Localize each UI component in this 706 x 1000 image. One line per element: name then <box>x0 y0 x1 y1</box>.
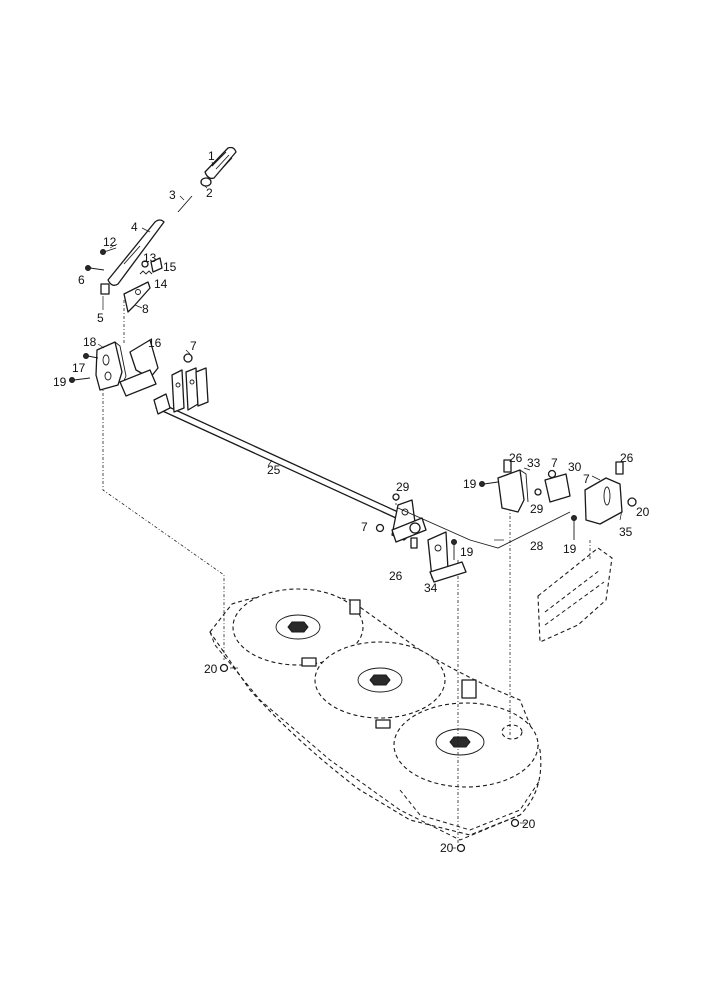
callout-5: 5 <box>97 311 104 325</box>
cross-shaft <box>153 367 427 543</box>
callout-19: 19 <box>53 375 67 389</box>
callout-17: 17 <box>72 361 86 375</box>
callout-26: 26 <box>509 451 523 465</box>
callout-28: 28 <box>530 539 544 553</box>
callout-14: 14 <box>154 277 168 291</box>
callout-30: 30 <box>568 460 582 474</box>
callout-8: 8 <box>142 302 149 316</box>
callout-12: 12 <box>103 235 117 249</box>
left-bracket-assembly <box>69 339 193 397</box>
callout-20: 20 <box>204 662 218 676</box>
lift-lever-assembly <box>85 146 237 313</box>
callout-19: 19 <box>460 545 474 559</box>
callout-26: 26 <box>389 569 403 583</box>
callout-33: 33 <box>527 456 541 470</box>
callout-4: 4 <box>131 220 138 234</box>
callout-35: 35 <box>619 525 633 539</box>
callout-15: 15 <box>163 260 177 274</box>
callout-7: 7 <box>551 456 558 470</box>
callout-16: 16 <box>148 336 162 350</box>
leader-lines <box>86 161 623 849</box>
callout-13: 13 <box>143 251 157 265</box>
callout-20: 20 <box>440 841 454 855</box>
callout-20: 20 <box>522 817 536 831</box>
callout-3: 3 <box>169 188 176 202</box>
callout-7: 7 <box>190 339 197 353</box>
callout-6: 6 <box>78 273 85 287</box>
assembly-centerlines <box>102 300 591 848</box>
callout-7: 7 <box>583 472 590 486</box>
callout-25: 25 <box>267 463 281 477</box>
right-bracket-assembly <box>219 459 637 853</box>
callout-34: 34 <box>424 581 438 595</box>
callout-19: 19 <box>463 477 477 491</box>
callout-7: 7 <box>361 520 368 534</box>
callout-1: 1 <box>208 149 215 163</box>
callout-20: 20 <box>636 505 650 519</box>
callout-26: 26 <box>620 451 634 465</box>
callout-29: 29 <box>530 502 544 516</box>
callout-29: 29 <box>396 480 410 494</box>
callout-18: 18 <box>83 335 97 349</box>
callout-2: 2 <box>206 186 213 200</box>
callout-labels: 1 2 3 4 12 13 15 6 14 5 8 18 16 7 17 19 … <box>53 149 650 855</box>
mower-deck <box>209 547 613 841</box>
callout-19: 19 <box>563 542 577 556</box>
